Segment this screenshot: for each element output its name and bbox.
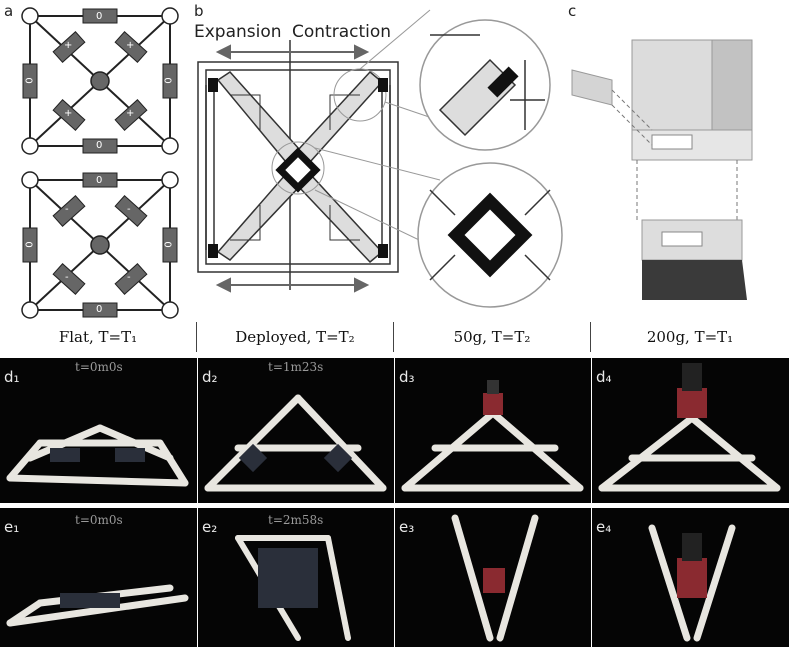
photo-label-d4: d₄ [596, 368, 612, 386]
edge-label-left-2: 0 [24, 241, 36, 248]
photo-e4 [592, 508, 789, 647]
caption-divider-3 [590, 322, 591, 352]
caption-200g: 200g, T=T₁ [646, 328, 734, 346]
edge-label-right-2: 0 [161, 241, 173, 248]
edge-label-top-2: 0 [96, 175, 103, 186]
sign-label-minus-1: - [65, 204, 69, 215]
edge-label-bottom-2: 0 [96, 304, 103, 315]
time-label-e1: t=0m0s [75, 513, 123, 527]
panel-label-b: b [194, 2, 204, 20]
photo-label-e3: e₃ [399, 518, 415, 536]
caption-divider-2 [393, 322, 394, 352]
time-label-e2: t=2m58s [268, 513, 324, 527]
sign-label-minus-4: - [127, 272, 131, 283]
photo-label-d1: d₁ [4, 368, 20, 386]
sign-label-plus-2: + [126, 40, 135, 51]
photo-d3 [395, 358, 591, 503]
edge-label-right: 0 [161, 77, 173, 84]
joint-exploded-view [571, 39, 753, 300]
photo-d1 [0, 358, 197, 503]
photo-e3 [395, 508, 591, 647]
edge-label-top: 0 [96, 11, 103, 22]
sign-label-minus-3: - [65, 272, 69, 283]
photo-e1 [0, 508, 197, 647]
photo-label-d3: d₃ [399, 368, 415, 386]
photo-e2 [198, 508, 394, 647]
caption-flat: Flat, T=T₁ [58, 328, 138, 346]
truss-diagram-bottom [21, 171, 179, 319]
expansion-label: Expansion [194, 22, 282, 42]
contraction-label: Contraction [292, 22, 392, 42]
sign-label-minus-2: - [127, 204, 131, 215]
time-label-d2: t=1m23s [268, 360, 324, 374]
panel-label-a: a [4, 2, 14, 20]
caption-deployed: Deployed, T=T₂ [235, 328, 355, 346]
photo-label-e2: e₂ [202, 518, 218, 536]
photo-label-d2: d₂ [202, 368, 218, 386]
sign-label-plus-3: + [64, 108, 73, 119]
sign-label-plus-1: + [64, 40, 73, 51]
edge-label-bottom: 0 [96, 140, 103, 151]
photo-label-e1: e₁ [4, 518, 20, 536]
caption-50g: 50g, T=T₂ [453, 328, 531, 346]
photo-d2 [198, 358, 394, 503]
edge-label-left: 0 [24, 77, 36, 84]
truss-diagram-top [21, 7, 179, 155]
photo-label-e4: e₄ [596, 518, 612, 536]
photo-d4 [592, 358, 789, 503]
time-label-d1: t=0m0s [75, 360, 123, 374]
mechanism-drawing [197, 9, 563, 308]
sign-label-plus-4: + [126, 108, 135, 119]
panel-label-c: c [568, 2, 577, 20]
caption-divider-1 [196, 322, 197, 352]
